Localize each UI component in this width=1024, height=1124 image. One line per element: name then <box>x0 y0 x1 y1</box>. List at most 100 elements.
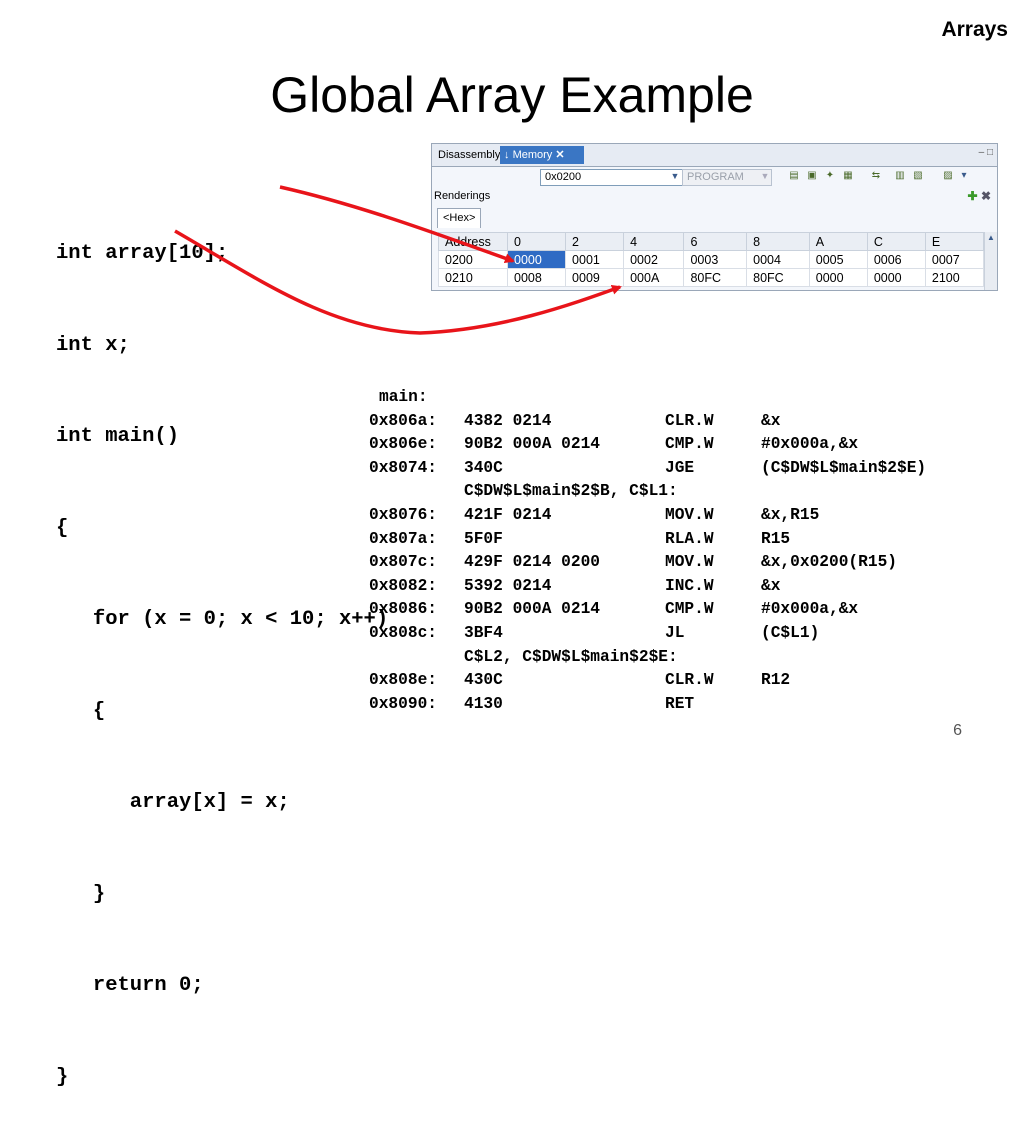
asm-operand: &x <box>761 411 781 430</box>
maximize-icon[interactable]: □ <box>986 147 993 158</box>
code-line: array[x] = x; <box>56 791 290 814</box>
asm-opcode: JL <box>665 623 685 642</box>
memory-cell[interactable]: 0000 <box>866 268 926 287</box>
memory-cell[interactable]: 2100 <box>924 268 985 287</box>
page-number: 6 <box>953 722 962 739</box>
asm-line: C$L2, C$DW$L$main$2$E: <box>369 646 678 670</box>
column-header: Address <box>438 232 508 251</box>
asm-line: 0x808c: 3BF4 JL (C$L1) <box>369 622 819 646</box>
code-line: } <box>56 882 106 906</box>
asm-bytes: 421F 0214 <box>464 505 552 524</box>
column-header: 4 <box>623 232 685 251</box>
renderings-label: Renderings <box>434 190 491 202</box>
vertical-scrollbar[interactable]: ▲ <box>984 232 997 290</box>
asm-bytes: 430C <box>464 671 503 690</box>
memory-space-select[interactable]: PROGRAM <box>682 169 772 186</box>
view-menu-icon[interactable]: ▾ <box>961 170 967 181</box>
tab-memory-label: Memory <box>512 149 553 161</box>
column-header: 0 <box>506 232 567 251</box>
asm-address: 0x807c: <box>369 553 437 572</box>
asm-address: 0x8082: <box>369 576 437 595</box>
asm-opcode: CMP.W <box>665 600 714 619</box>
format-icon[interactable]: ▧ <box>913 170 923 181</box>
menu-icon[interactable]: ▨ <box>943 170 953 181</box>
refresh-icon[interactable]: ⇆ <box>871 170 881 181</box>
column-header: E <box>924 232 985 251</box>
pin-icon: ↓ <box>504 149 510 161</box>
asm-address: 0x806a: <box>369 411 437 430</box>
code-line: int array[10]; <box>56 242 229 265</box>
scroll-up-icon[interactable]: ▲ <box>987 233 995 242</box>
memory-address-cell[interactable]: 0210 <box>438 268 508 287</box>
address-input[interactable]: 0x0200 <box>540 169 692 186</box>
asm-address: 0x806e: <box>369 435 437 454</box>
view-tab-bar: Disassembly ↓ Memory ✕ – □ <box>432 144 997 167</box>
chevron-down-icon[interactable]: ▼ <box>760 171 770 181</box>
add-rendering-icon[interactable]: ✚ <box>967 189 978 203</box>
tab-hex-rendering[interactable]: <Hex> <box>437 208 482 228</box>
link-icon[interactable]: ✦ <box>825 170 835 181</box>
asm-operand: #0x000a,&x <box>761 600 859 619</box>
column-header: 8 <box>746 232 810 251</box>
asm-opcode: JGE <box>665 458 695 477</box>
import-icon[interactable]: ▣ <box>807 170 817 181</box>
memory-cell[interactable]: 0004 <box>746 250 810 269</box>
memory-cell[interactable]: 0005 <box>808 250 868 269</box>
asm-address: 0x8076: <box>369 505 437 524</box>
asm-opcode: CLR.W <box>665 671 714 690</box>
asm-operand: R15 <box>761 529 791 548</box>
asm-bytes: C$L2, C$DW$L$main$2$E: <box>464 647 678 666</box>
asm-operand: (C$L1) <box>761 623 820 642</box>
memory-cell[interactable]: 0008 <box>506 268 567 287</box>
slide-title: Global Array Example <box>270 67 754 123</box>
tab-disassembly[interactable]: Disassembly <box>438 149 501 161</box>
asm-line: 0x806a: 4382 0214 CLR.W&x <box>369 410 780 434</box>
slide-topic: Arrays <box>941 18 1008 41</box>
new-memory-icon[interactable]: ▤ <box>789 170 799 181</box>
memory-cell[interactable]: 0009 <box>565 268 625 287</box>
memory-toolbar: 0x0200 ▼ PROGRAM ▼ ▤ ▣ ✦ ▦ ⇆ ▥ ▧ ▨ ▾ <box>432 167 997 187</box>
memory-cell[interactable]: 000A <box>623 268 685 287</box>
x-to-memory-arrow <box>174 229 622 335</box>
asm-address: 0x8090: <box>369 694 437 713</box>
table-row: 0210 0008 0009 000A 80FC 80FC 0000 0000 … <box>438 268 985 287</box>
asm-address: 0x8086: <box>369 600 437 619</box>
table-row: 0200 0000 0001 0002 0003 0004 0005 0006 … <box>438 250 985 269</box>
remove-rendering-icon[interactable]: ✖ <box>980 189 991 203</box>
asm-address: 0x8074: <box>369 458 437 477</box>
asm-line: 0x8074: 340C JGE (C$DW$L$main$2$E) <box>369 457 926 481</box>
minimize-icon[interactable]: – <box>978 147 985 158</box>
asm-bytes: 3BF4 <box>464 623 503 642</box>
asm-operand: &x,0x0200(R15) <box>761 553 897 572</box>
save-icon[interactable]: ▦ <box>843 170 853 181</box>
asm-address: 0x807a: <box>369 529 437 548</box>
asm-address: 0x808e: <box>369 671 437 690</box>
rendering-controls: ✚ ✖ <box>968 189 991 203</box>
memory-cell[interactable]: 80FC <box>746 268 810 287</box>
asm-bytes: 4382 0214 <box>464 411 552 430</box>
asm-opcode: CLR.W <box>665 411 714 430</box>
columns-icon[interactable]: ▥ <box>895 170 905 181</box>
tab-memory[interactable]: ↓ Memory ✕ <box>500 146 584 164</box>
close-icon[interactable]: ✕ <box>555 149 565 161</box>
column-header: 6 <box>683 232 748 251</box>
code-line: { <box>56 516 69 540</box>
asm-operand: (C$DW$L$main$2$E) <box>761 458 927 477</box>
asm-bytes: 5392 0214 <box>464 576 552 595</box>
asm-bytes: 90B2 000A 0214 <box>464 600 600 619</box>
asm-address: 0x808c: <box>369 623 437 642</box>
dropdown-arrow-icon[interactable]: ▼ <box>670 171 680 181</box>
asm-label-row: main: <box>369 386 428 410</box>
asm-bytes: 340C <box>464 458 503 477</box>
asm-line: C$DW$L$main$2$B, C$L1: <box>369 480 678 504</box>
code-line: return 0; <box>56 974 204 997</box>
code-line: int x; <box>56 333 130 357</box>
window-controls: – □ <box>979 147 993 158</box>
asm-bytes: 429F 0214 0200 <box>464 553 600 572</box>
